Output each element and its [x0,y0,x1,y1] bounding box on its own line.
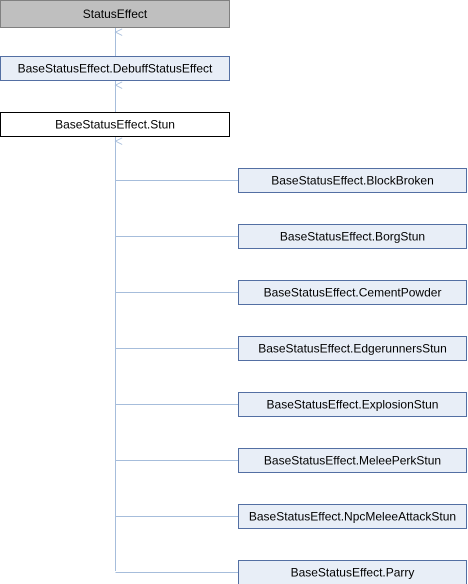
node-stun[interactable]: BaseStatusEffect.Stun [0,112,230,137]
inheritance-edges [114,28,239,573]
node-label: StatusEffect [83,7,148,21]
node-box [238,224,467,249]
node-box [238,280,467,305]
node-box [0,0,230,28]
node-borg-stun[interactable]: BaseStatusEffect.BorgStun [238,224,467,249]
node-label: BaseStatusEffect.Stun [55,118,175,132]
node-edgerunners-stun[interactable]: BaseStatusEffect.EdgerunnersStun [238,336,467,361]
node-label: BaseStatusEffect.EdgerunnersStun [258,342,447,356]
node-box [238,448,467,473]
node-label: BaseStatusEffect.DebuffStatusEffect [18,62,213,76]
node-status-effect[interactable]: StatusEffect [0,0,230,28]
node-melee-perk-stun[interactable]: BaseStatusEffect.MeleePerkStun [238,448,467,473]
node-npc-melee-attack-stun[interactable]: BaseStatusEffect.NpcMeleeAttackStun [238,504,467,529]
node-box [0,56,230,81]
node-label: BaseStatusEffect.BlockBroken [271,174,434,188]
node-block-broken[interactable]: BaseStatusEffect.BlockBroken [238,168,467,193]
node-explosion-stun[interactable]: BaseStatusEffect.ExplosionStun [238,392,467,417]
node-label: BaseStatusEffect.Parry [291,566,415,580]
node-label: BaseStatusEffect.BorgStun [280,230,425,244]
node-box [238,392,467,417]
node-box [238,336,467,361]
node-box [238,168,467,193]
node-debuff-status-effect[interactable]: BaseStatusEffect.DebuffStatusEffect [0,56,230,81]
node-box [0,112,230,137]
node-label: BaseStatusEffect.NpcMeleeAttackStun [249,510,456,524]
derived-class-nodes: BaseStatusEffect.BlockBrokenBaseStatusEf… [238,168,467,584]
node-parry[interactable]: BaseStatusEffect.Parry [238,560,467,584]
node-box [238,560,467,584]
node-label: BaseStatusEffect.CementPowder [264,286,442,300]
node-label: BaseStatusEffect.MeleePerkStun [264,454,441,468]
node-cement-powder[interactable]: BaseStatusEffect.CementPowder [238,280,467,305]
node-label: BaseStatusEffect.ExplosionStun [267,398,439,412]
node-box [238,504,467,529]
